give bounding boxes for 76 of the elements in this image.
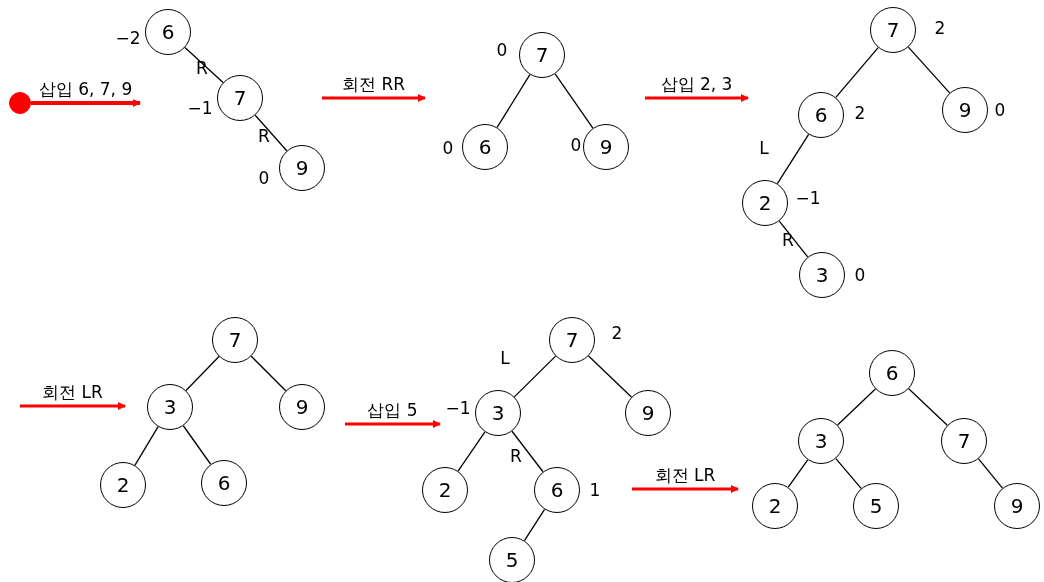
tree-node-circle: 6 (798, 92, 844, 138)
balance-factor: 0 (496, 41, 508, 59)
edge-label: R (258, 127, 270, 145)
tree-node-circle: 6 (145, 9, 191, 55)
start-dot (9, 92, 31, 114)
tree-node-circle: 7 (941, 418, 987, 464)
tree-branch-line (523, 508, 546, 542)
tree-node-circle: 7 (519, 32, 565, 78)
tree-node-circle: 7 (217, 75, 263, 121)
balance-factor: −1 (795, 189, 821, 207)
balance-factor: −2 (115, 29, 141, 47)
tree-branch-line (457, 431, 486, 472)
tree-node-circle: 3 (798, 418, 844, 464)
balance-factor: 1 (589, 481, 601, 499)
balance-factor: 2 (934, 19, 946, 37)
tree-node-circle: 9 (994, 483, 1040, 529)
tree-node-circle: 9 (279, 145, 325, 191)
tree-branch-line (776, 133, 810, 185)
tree-branch-line (787, 459, 809, 488)
balance-factor: −1 (187, 99, 213, 117)
edge-label: R (196, 59, 208, 77)
balance-factor: 0 (994, 101, 1006, 119)
tree-node-circle: 7 (549, 317, 595, 363)
arrow-label: 회전 LR (40, 383, 105, 402)
tree-branch-line (511, 430, 544, 473)
tree-node-circle: 9 (583, 124, 629, 170)
balance-factor: 0 (442, 139, 454, 157)
tree-branch-line (184, 46, 224, 84)
tree-branch-line (182, 425, 212, 465)
tree-node-circle: 2 (422, 467, 468, 513)
tree-node-circle: 7 (870, 7, 916, 53)
tree-branch-line (778, 220, 809, 258)
balance-factor: 2 (854, 104, 866, 122)
edge-label: L (500, 349, 510, 367)
tree-node-circle: 9 (942, 87, 988, 133)
tree-branch-line (587, 355, 633, 398)
tree-branch-line (496, 73, 531, 129)
tree-node-circle: 6 (869, 350, 915, 396)
balance-factor: 2 (611, 324, 623, 342)
tree-node-circle: 3 (475, 390, 521, 436)
tree-node-circle: 9 (625, 390, 671, 436)
tree-branch-line (554, 73, 594, 129)
tree-node-circle: 2 (100, 462, 146, 508)
tree-branch-line (254, 114, 288, 152)
tree-branch-line (513, 355, 557, 398)
edge-label: R (782, 231, 794, 249)
tree-branch-line (250, 355, 287, 392)
arrow-label: 회전 RR (340, 75, 407, 94)
tree-node-circle: 6 (201, 460, 247, 506)
arrow-label: 삽입 5 (365, 401, 420, 420)
tree-branch-line (835, 46, 879, 99)
arrow (31, 99, 141, 107)
tree-node-circle: 7 (212, 317, 258, 363)
tree-node-circle: 3 (147, 384, 193, 430)
tree-branch-line (835, 457, 862, 490)
tree-branch-line (908, 388, 948, 426)
tree-node-circle: 2 (742, 180, 788, 226)
balance-factor: 0 (854, 266, 866, 284)
tree-node-circle: 6 (462, 124, 508, 170)
balance-factor: 0 (570, 136, 582, 154)
tree-branch-line (134, 426, 159, 466)
tree-node-circle: 9 (279, 384, 325, 430)
tree-node-circle: 2 (752, 483, 798, 529)
tree-branch-line (185, 355, 220, 392)
balance-factor: −1 (445, 399, 471, 417)
tree-node-circle: 3 (799, 252, 845, 298)
tree-node-circle: 6 (534, 467, 580, 513)
edge-label: L (759, 139, 769, 157)
tree-branch-line (977, 458, 1004, 489)
tree-node-circle: 5 (853, 483, 899, 529)
balance-factor: 0 (258, 169, 270, 187)
tree-branch-line (907, 46, 951, 94)
tree-node-circle: 5 (489, 537, 535, 582)
edge-label: 삽입 6, 7, 9 (36, 80, 135, 99)
tree-branch-line (836, 388, 877, 426)
edge-label: R (510, 447, 522, 465)
